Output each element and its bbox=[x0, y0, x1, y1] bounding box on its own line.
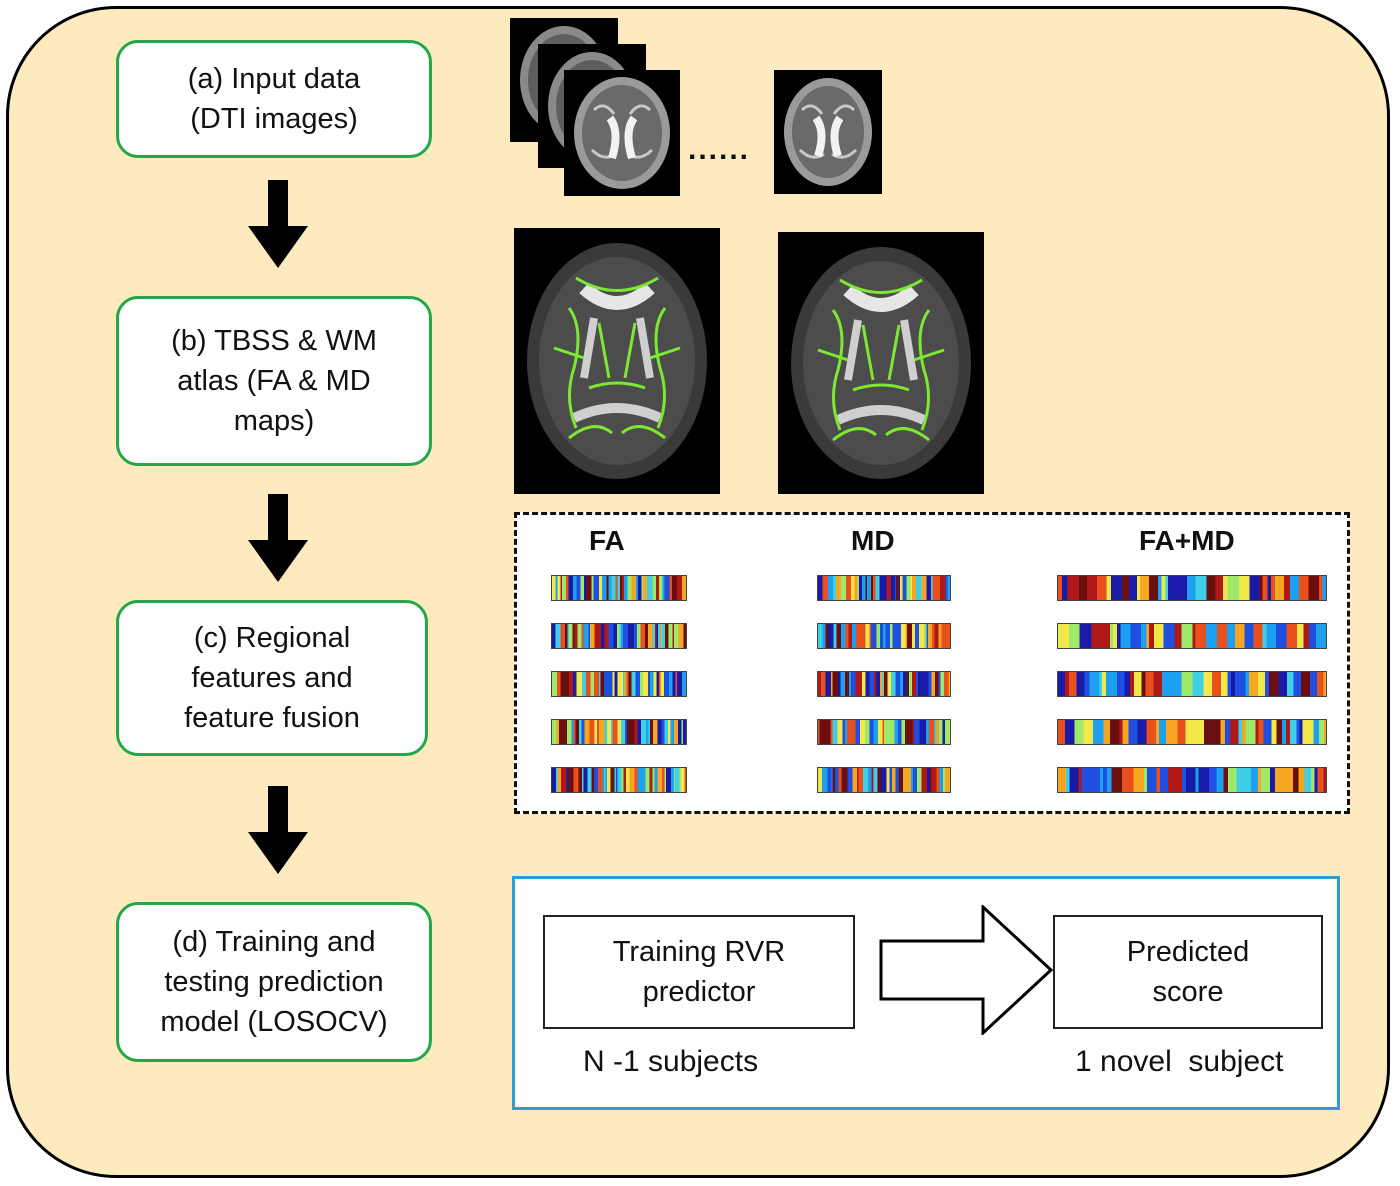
md-feature-vector bbox=[817, 767, 951, 793]
fa-feature-vector bbox=[551, 767, 687, 793]
ellipsis-text: ...... bbox=[688, 133, 751, 166]
md-title: MD bbox=[851, 525, 895, 556]
md-atlas-image bbox=[778, 232, 984, 494]
md-feature-vector bbox=[817, 623, 951, 649]
fa-md-feature-vector bbox=[1057, 671, 1327, 697]
step-prediction-model: (d) Training and testing prediction mode… bbox=[116, 902, 432, 1062]
right-arrow bbox=[879, 905, 1054, 1035]
training-rvr-box: Training RVR predictor bbox=[543, 915, 855, 1029]
step-regional-features: (c) Regional features and feature fusion bbox=[116, 600, 428, 756]
step-tbss-atlas: (b) TBSS & WM atlas (FA & MD maps) bbox=[116, 296, 432, 466]
predicted-score-box: Predicted score bbox=[1053, 915, 1323, 1029]
fa-md-title: FA+MD bbox=[1139, 525, 1235, 556]
fa-md-feature-vector bbox=[1057, 623, 1327, 649]
predicted-caption: 1 novel subject bbox=[1075, 1045, 1284, 1078]
training-caption: N -1 subjects bbox=[583, 1045, 759, 1078]
prediction-model-box: Training RVR predictor Predicted score N… bbox=[512, 876, 1340, 1110]
md-feature-vector bbox=[817, 575, 951, 601]
fa-md-feature-vector bbox=[1057, 719, 1327, 745]
fa-feature-vector bbox=[551, 671, 687, 697]
fa-feature-vector bbox=[551, 623, 687, 649]
feature-vectors-box: FA MD FA+MD bbox=[514, 512, 1350, 814]
down-arrow-3 bbox=[248, 786, 308, 874]
dti-image-3 bbox=[564, 70, 680, 196]
down-arrow-2 bbox=[248, 494, 308, 582]
step-input-data: (a) Input data (DTI images) bbox=[116, 40, 432, 158]
fa-md-feature-vector bbox=[1057, 575, 1327, 601]
md-feature-vector bbox=[817, 671, 951, 697]
fa-title: FA bbox=[589, 525, 625, 556]
dti-image-n bbox=[774, 70, 882, 194]
fa-atlas-image bbox=[514, 228, 720, 494]
md-feature-vector bbox=[817, 719, 951, 745]
down-arrow-1 bbox=[248, 180, 308, 268]
fa-feature-vector bbox=[551, 575, 687, 601]
fa-feature-vector bbox=[551, 719, 687, 745]
fa-md-feature-vector bbox=[1057, 767, 1327, 793]
